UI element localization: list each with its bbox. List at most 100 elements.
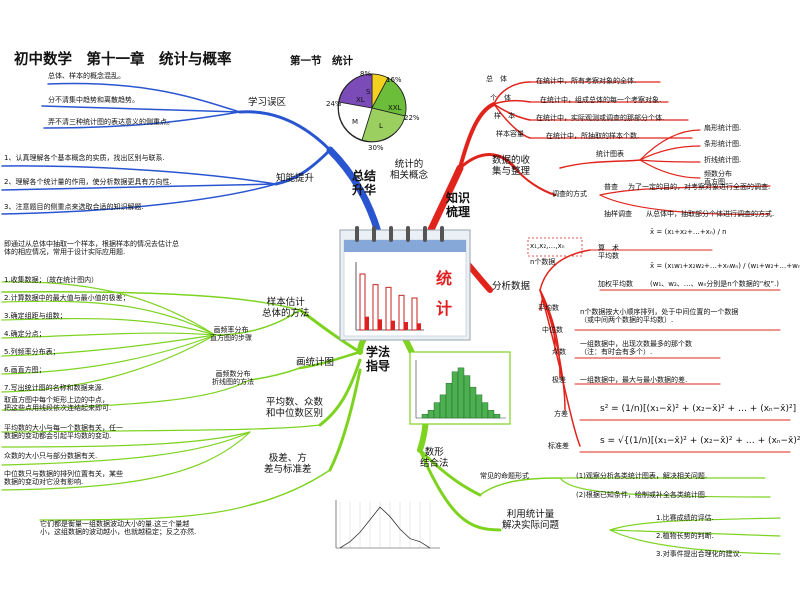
histogram-bar bbox=[481, 402, 489, 419]
range-label: 极差 bbox=[552, 376, 566, 384]
chart-type-histogram: 频数分布 直方图. bbox=[704, 170, 732, 187]
survey-label: 调查的方式 bbox=[552, 190, 587, 198]
practical-label: 利用统计量 解决实际问题 bbox=[502, 509, 560, 531]
mmm-item-1: 平均数的大小与每一个数据有关，任一 数据的变动都会引起平均数的变动. bbox=[4, 424, 123, 441]
center-bar-secondary-1 bbox=[365, 316, 369, 330]
chart-type-line: 折线统计图. bbox=[704, 156, 742, 164]
spread-label: 极差、方 差与标准差 bbox=[264, 453, 312, 475]
census-def: 为了一定的目的，对考察对象进行全面的调查. bbox=[628, 183, 771, 191]
step-2: 2.计算数据中的最大值与最小值的极差； bbox=[4, 294, 130, 302]
pie-label-30: 30% bbox=[368, 144, 384, 152]
center-bar-main-1 bbox=[359, 273, 366, 331]
def-individual: 在统计中，组成总体的每一个考察对象. bbox=[540, 96, 662, 104]
def-population: 在统计中，所有考察对象的全体. bbox=[536, 77, 637, 85]
arith-mean-label: 算 术 平均数 bbox=[598, 244, 619, 261]
center-bar-main-2 bbox=[372, 284, 379, 331]
polygon-grid bbox=[339, 502, 431, 548]
misconception-item-1: 总体、样本的概念混乱。 bbox=[48, 72, 125, 80]
center-bar-main-3 bbox=[385, 286, 392, 331]
arith-mean-formula: x̄ = (x₁+x₂+…+xₙ) / n bbox=[650, 228, 727, 236]
size-pie-chart bbox=[337, 73, 407, 143]
center-bar-main-4 bbox=[398, 294, 405, 331]
center-bar-secondary-3 bbox=[391, 320, 395, 330]
knowledge-branch-lines bbox=[426, 81, 791, 453]
sample-estimate-label: 样本估计 总体的方法 bbox=[262, 297, 310, 319]
hub-summary: 总结 升华 bbox=[352, 169, 377, 197]
term-population: 总 体 bbox=[486, 75, 507, 83]
term-sample-size: 样本容量 bbox=[496, 130, 524, 138]
pie-label-24: 24% bbox=[326, 100, 342, 108]
polygon-label: 画频数分布 折线图的方法 bbox=[212, 370, 254, 387]
std-formula: s = √{(1/n)[(x₁−x̄)² + (x₂−x̄)² + … + (x… bbox=[600, 436, 800, 446]
pie-slice-m: M bbox=[352, 118, 359, 126]
section-title: 第一节 统计 bbox=[290, 55, 353, 67]
mode-def: 一组数据中，出现次数最多的那个数 （注：有时会有多个）. bbox=[580, 340, 692, 357]
histogram-bar bbox=[427, 410, 435, 419]
practical-item-1: 1.比赛成绩的评估. bbox=[656, 514, 714, 522]
weighted-mean-label: 加权平均数 bbox=[598, 280, 633, 288]
polygon-text: 取直方图中每个矩形上边的中点， 把这些点用线段依次连结起来即可. bbox=[4, 396, 112, 413]
weighted-mean-formula: x̄ = (x₁w₁+x₂w₂+…+xₙwₙ) / (w₁+w₂+…+wₙ) bbox=[650, 262, 800, 270]
sampling-def: 从总体中，抽取部分个体进行调查的方式. bbox=[646, 210, 775, 218]
step-4: 4.确定分点； bbox=[4, 330, 46, 338]
step-6: 6.画直方图； bbox=[4, 366, 46, 374]
variance-label: 方差 bbox=[554, 410, 568, 418]
histogram-bar bbox=[463, 375, 471, 419]
practical-item-2: 2.植物长势的判断. bbox=[656, 532, 714, 540]
ability-item-1: 1、认真理解各个基本概念的实质，找出区别与联系. bbox=[4, 154, 165, 162]
histogram-bar bbox=[457, 367, 465, 419]
ability-item-3: 3、注意题目的侧重点来选取合适的知识解题. bbox=[4, 203, 144, 211]
misconception-item-2: 分不清集中趋势和离散趋势。 bbox=[48, 96, 139, 104]
sample-estimate-intro: 即通过从总体中抽取一个样本，根据样本的情况去估计总 体的相应情况，常用于设计实际… bbox=[4, 240, 179, 257]
center-label-a: 统 bbox=[436, 269, 453, 288]
center-bar-main-5 bbox=[411, 297, 418, 331]
histogram-bar bbox=[487, 410, 495, 419]
histogram-bars bbox=[421, 367, 501, 419]
hub-concepts: 统计的 相关概念 bbox=[390, 159, 429, 181]
step-5: 5.列频率分布表； bbox=[4, 348, 60, 356]
step-3: 3.确定组距与组数； bbox=[4, 312, 67, 320]
mmm-label: 平均数、众数 和中位数区别 bbox=[266, 397, 324, 419]
pie-slice-s: S bbox=[366, 88, 371, 96]
common-form-1: (1)观察分析各类统计图表，解决相关问题. bbox=[576, 472, 708, 480]
pie-slice-xl: XL bbox=[356, 96, 365, 104]
collection-label: 数据的收 集与整理 bbox=[492, 155, 531, 177]
histogram-bar bbox=[469, 386, 477, 419]
ability-item-2: 2、理解各个统计量的作用，使分析数据更具有方向性. bbox=[4, 178, 172, 186]
common-form-2: (2)根据已知条件，绘制或补全各类统计图. bbox=[576, 491, 708, 499]
histogram-frame bbox=[409, 351, 511, 425]
histogram-steps-label: 画频率分布 直方图的步骤 bbox=[210, 326, 252, 343]
hub-methods: 学法 指导 bbox=[366, 345, 391, 373]
sampling-label: 抽样调查 bbox=[604, 210, 632, 218]
std-label: 标准差 bbox=[548, 442, 569, 450]
step-1: 1.收集数据；（故在统计图内） bbox=[4, 276, 99, 284]
histogram-bar bbox=[439, 394, 447, 419]
center-clipboard bbox=[339, 226, 471, 341]
center-bar-secondary-4 bbox=[404, 322, 408, 330]
def-sample: 在统计中，实际观测或调查的那部分个体. bbox=[536, 114, 665, 122]
methods-branch-lines bbox=[1, 281, 781, 555]
frequency-polygon-line bbox=[339, 506, 431, 549]
center-bar-series bbox=[359, 273, 421, 331]
pie-label-8: 8% bbox=[360, 70, 372, 78]
mmm-item-2: 众数的大小只与部分数据有关. bbox=[4, 452, 98, 460]
hub-knowledge: 知识 梳理 bbox=[446, 191, 471, 219]
pie-label-22: 22% bbox=[404, 114, 420, 122]
histogram-bar bbox=[433, 402, 441, 419]
draw-chart-label: 画统计图 bbox=[296, 357, 335, 368]
analysis-label: 分析数据 bbox=[492, 281, 531, 292]
variance-formula: s² = (1/n)[(x₁−x̄)² + (x₂−x̄)² + … + (xₙ… bbox=[600, 404, 797, 414]
census-label: 普查 bbox=[604, 183, 618, 191]
step-7: 7.写出统计图的名称和数据来源. bbox=[4, 384, 104, 392]
term-sample: 样 本 bbox=[494, 112, 515, 120]
page-title: 初中数学 第十一章 统计与概率 bbox=[14, 52, 232, 68]
histogram-bar bbox=[451, 371, 459, 419]
study-misconceptions-label: 学习误区 bbox=[248, 97, 287, 108]
chart-type-pie: 扇形统计图. bbox=[704, 124, 742, 132]
pie-slice-l: L bbox=[379, 122, 383, 130]
center-bar-secondary-5 bbox=[417, 323, 421, 330]
common-forms-label: 常见的命题形式 bbox=[480, 472, 529, 480]
pie-slice-xxl: XXL bbox=[388, 104, 402, 112]
